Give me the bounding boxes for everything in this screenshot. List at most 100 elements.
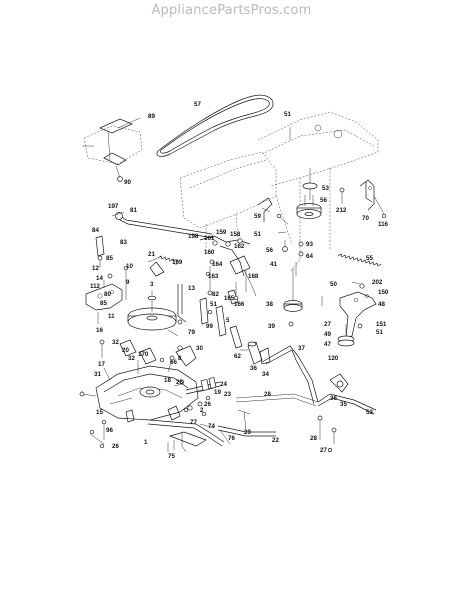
- callout-26-lower: 26: [112, 443, 119, 450]
- callout-84: 84: [92, 227, 99, 234]
- callout-14: 14: [96, 275, 103, 282]
- callout-76: 76: [228, 435, 235, 442]
- callout-3: 3: [150, 281, 154, 288]
- callout-35: 35: [340, 401, 347, 408]
- callout-212: 212: [336, 207, 347, 214]
- callout-11: 11: [108, 313, 115, 320]
- callout-31: 31: [94, 371, 101, 378]
- callout-59: 59: [254, 213, 261, 220]
- callout-160: 160: [204, 249, 215, 256]
- callout-81: 81: [130, 207, 137, 214]
- callout-166: 166: [234, 301, 245, 308]
- callout-51-right: 51: [376, 329, 383, 336]
- callout-20: 20: [122, 347, 129, 354]
- callout-23: 23: [224, 391, 231, 398]
- belt-guide-bracket: [82, 117, 143, 182]
- callout-51: 51: [284, 111, 291, 118]
- callout-10: 10: [126, 263, 133, 270]
- callout-17: 17: [98, 361, 105, 368]
- lower-left-bolts: [89, 419, 107, 449]
- callout-29: 29: [244, 429, 251, 436]
- callout-74: 74: [208, 423, 215, 430]
- callout-168: 168: [248, 273, 259, 280]
- callout-80: 80: [104, 291, 111, 298]
- callout-9: 9: [126, 279, 130, 286]
- parking-brake-rod: [217, 409, 276, 437]
- linkage-spring: [147, 255, 179, 277]
- idler-bolts: [282, 240, 304, 276]
- callout-161: 161: [204, 235, 215, 242]
- callout-34: 34: [262, 371, 269, 378]
- callout-8: 8: [178, 355, 182, 362]
- callout-62: 62: [234, 353, 241, 360]
- callout-56: 56: [266, 247, 273, 254]
- callout-112: 112: [90, 283, 101, 290]
- callout-2: 2: [200, 407, 204, 414]
- clutch-linkage: [199, 235, 257, 305]
- callout-18: 18: [164, 377, 171, 384]
- callout-15: 15: [96, 409, 103, 416]
- callout-5: 5: [226, 317, 230, 324]
- callout-57: 57: [194, 101, 201, 108]
- clutch-bracket: [339, 281, 377, 339]
- callout-32-lower: 32: [128, 355, 135, 362]
- callout-53: 53: [322, 185, 329, 192]
- callout-96: 96: [106, 427, 113, 434]
- callout-150: 150: [378, 289, 389, 296]
- axle-shaft-bearings: [173, 377, 221, 411]
- drive-belt: [156, 94, 274, 157]
- callout-77: 77: [190, 419, 197, 426]
- idler-pulley: [283, 268, 303, 327]
- axle-tubes: [229, 325, 271, 365]
- callout-22: 22: [272, 437, 279, 444]
- shift-lever: [95, 235, 105, 268]
- callout-41: 41: [270, 261, 277, 268]
- callout-28-lower: 28: [310, 435, 317, 442]
- callout-75: 75: [168, 453, 175, 460]
- callout-51-mid: 51: [254, 231, 261, 238]
- callout-13: 13: [188, 285, 195, 292]
- callout-19: 19: [214, 389, 221, 396]
- callout-79: 79: [188, 329, 195, 336]
- callout-27: 27: [324, 321, 331, 328]
- callout-55: 55: [366, 255, 373, 262]
- callout-89: 89: [148, 113, 155, 120]
- callout-197: 197: [108, 203, 119, 210]
- callout-21: 21: [148, 251, 155, 258]
- callout-163: 163: [208, 273, 219, 280]
- callout-70: 70: [362, 215, 369, 222]
- tension-spring: [337, 253, 382, 267]
- callout-99: 99: [206, 323, 213, 330]
- callout-1: 1: [144, 439, 148, 446]
- callout-36-right: 36: [330, 395, 337, 402]
- callout-48: 48: [378, 301, 385, 308]
- callout-51-center: 51: [210, 301, 217, 308]
- callout-151: 151: [376, 321, 387, 328]
- callout-165: 165: [224, 295, 235, 302]
- callout-64: 64: [306, 253, 313, 260]
- callout-164: 164: [212, 261, 223, 268]
- callout-85-lower: 85: [100, 300, 107, 307]
- upper-transmission-hardware: [99, 339, 197, 374]
- rear-pins: [317, 415, 337, 452]
- callout-39: 39: [268, 323, 275, 330]
- callout-85: 85: [106, 255, 113, 262]
- callout-49: 49: [324, 331, 331, 338]
- callout-16: 16: [96, 327, 103, 334]
- tractor-frame: [179, 111, 379, 273]
- callout-202: 202: [372, 279, 383, 286]
- callout-30: 30: [196, 345, 203, 352]
- callout-26: 26: [204, 401, 211, 408]
- callout-169: 169: [172, 259, 183, 266]
- shift-plate-links: [147, 407, 231, 453]
- callout-24: 24: [220, 381, 227, 388]
- callout-159: 159: [216, 229, 227, 236]
- callout-90: 90: [124, 179, 131, 186]
- shift-rod: [111, 211, 215, 239]
- callout-37: 37: [298, 345, 305, 352]
- linkage-rods-center: [167, 270, 247, 337]
- callout-83: 83: [120, 239, 127, 246]
- transmission-pulley: [127, 290, 177, 331]
